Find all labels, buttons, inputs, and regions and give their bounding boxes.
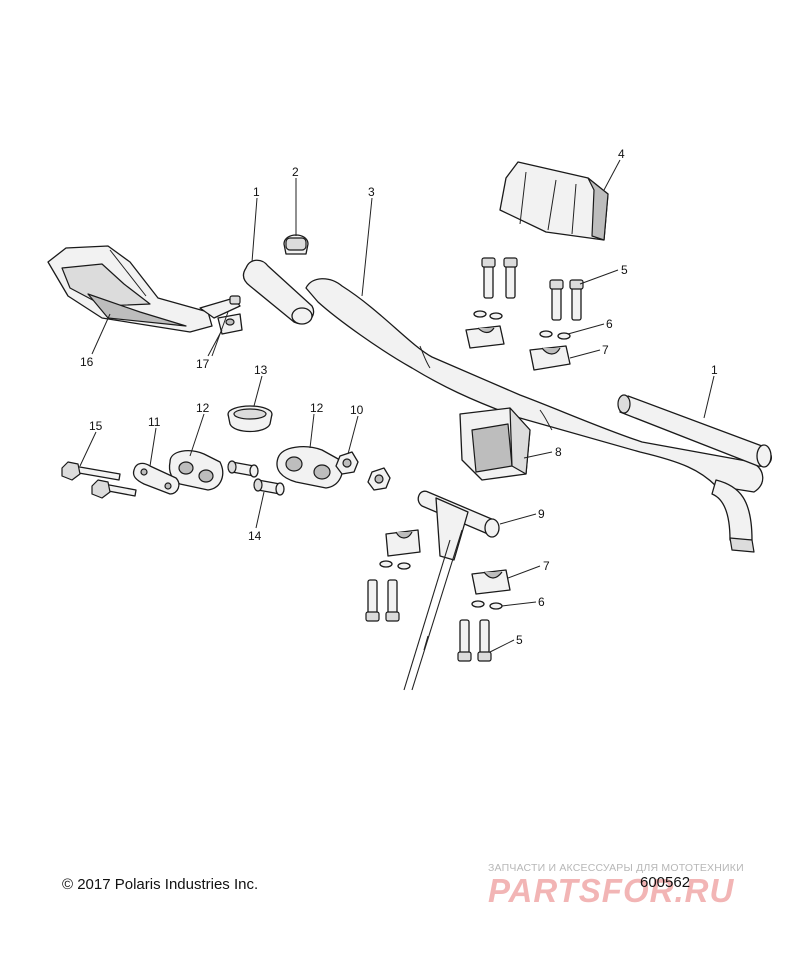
copyright-notice: © 2017 Polaris Industries Inc.	[62, 876, 259, 893]
callout-5-lower: 5	[516, 633, 523, 647]
handlebar	[305, 278, 764, 553]
mount-plate	[132, 462, 180, 495]
callout-12-right: 12	[310, 401, 324, 415]
callout-7-lower: 7	[543, 559, 550, 573]
callout-6-lower: 6	[538, 595, 545, 609]
spacer-ring	[227, 405, 273, 433]
steering-post	[403, 490, 500, 691]
callout-12-left: 12	[196, 401, 210, 415]
nut-lower	[367, 467, 391, 491]
callout-11: 11	[148, 415, 161, 429]
washers-lower	[379, 560, 503, 610]
grip-right	[617, 394, 772, 468]
washers-upper	[473, 310, 571, 340]
callout-2: 2	[292, 165, 299, 179]
clamp-caps-lower	[385, 529, 511, 595]
handguard-mount	[199, 295, 243, 335]
callout-4: 4	[618, 147, 625, 161]
long-bolts	[61, 461, 137, 499]
callout-5-upper: 5	[621, 263, 628, 277]
handlebar-pad	[499, 161, 609, 241]
nut-upper	[335, 451, 359, 475]
grip-left	[242, 259, 315, 325]
handguard	[47, 245, 213, 333]
spacer-tube-upper	[227, 460, 259, 478]
clamp-left	[168, 450, 224, 491]
bar-end-plug	[283, 234, 309, 255]
clamp-right	[276, 446, 343, 489]
callout-10: 10	[350, 403, 364, 417]
callout-1-left: 1	[253, 185, 260, 199]
watermark-logo: PARTSFOR.RU	[488, 872, 735, 909]
callout-labels: 1 2 3 4 5 6 7 1 8 9 7 6 5 10 12 12 13 11…	[80, 147, 718, 647]
callout-17: 17	[196, 357, 210, 371]
riser-block	[459, 407, 531, 481]
callout-1-right: 1	[711, 363, 718, 377]
callout-16: 16	[80, 355, 94, 369]
callout-15: 15	[89, 419, 103, 433]
spacer-tube-lower	[253, 478, 285, 496]
clamp-caps-upper	[465, 325, 571, 371]
watermark-tagline: ЗАПЧАСТИ И АКСЕССУАРЫ ДЛЯ МОТОТЕХНИКИ	[488, 862, 744, 874]
callout-9: 9	[538, 507, 545, 521]
callout-7-upper: 7	[602, 343, 609, 357]
callout-14: 14	[248, 529, 262, 543]
callout-3: 3	[368, 185, 375, 199]
bolts-lower-clamp	[365, 579, 492, 662]
leader-lines	[79, 159, 715, 653]
figure-number: 600562	[640, 874, 691, 891]
callout-6-upper: 6	[606, 317, 613, 331]
bolts-upper-clamp	[481, 257, 584, 321]
callout-8: 8	[555, 445, 562, 459]
callout-13: 13	[254, 363, 268, 377]
